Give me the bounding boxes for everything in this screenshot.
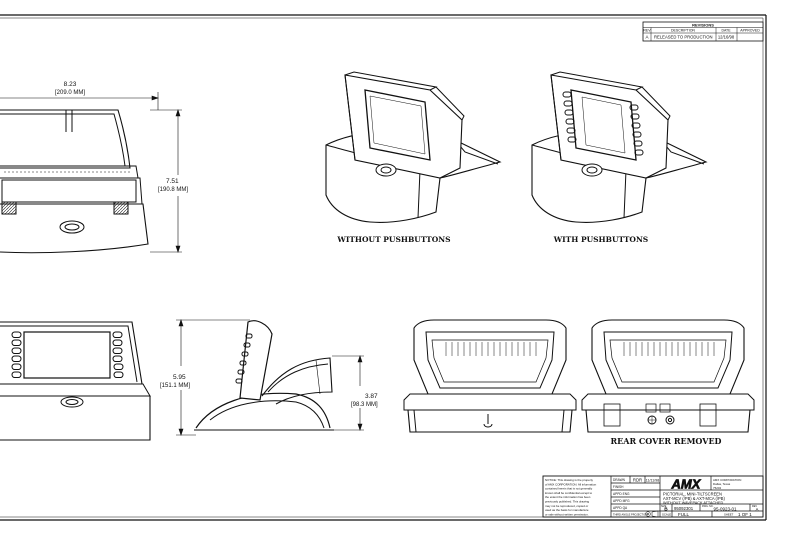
front-view — [0, 109, 149, 254]
appd-eng-label: APPD ENG — [613, 492, 630, 496]
drawn-date: 11/11/98 — [646, 478, 659, 482]
rev-label: REV — [752, 505, 757, 508]
dim-side-depth-mm: [98.3 MM] — [351, 402, 378, 408]
notice-line: may not be reproduced, copied or — [545, 504, 588, 508]
iso-view-with-pushbuttons — [531, 71, 708, 223]
notice-line: used as the basis for manufacture — [545, 508, 589, 512]
front-dimensions — [0, 92, 182, 253]
dim-height-mm: [190.8 MM] — [158, 187, 188, 193]
front-buttons-right — [112, 331, 124, 378]
dim-side-height: 5.95 — [173, 374, 186, 381]
rev-row-description: RELEASED TO PRODUCTION — [654, 35, 712, 40]
company-line: 75243 — [713, 486, 721, 490]
dim-side-height-mm: [151.1 MM] — [160, 383, 190, 389]
dim-width-mm: [209.0 MM] — [55, 90, 85, 96]
rev-header-date: DATE — [721, 29, 731, 33]
third-angle-label: THIRD ANGLE PROJECTION — [613, 513, 648, 517]
company-line: Dallas, Texas — [713, 482, 731, 486]
drawing-title-line: PICTORIAL, MINI-TILTSCREEN — [663, 492, 722, 497]
company-line: AMX CORPORATION — [713, 478, 741, 482]
notice-line: or sale without written permission. — [545, 512, 589, 516]
rev-header-rev: REV — [643, 29, 651, 33]
side-buttons — [235, 333, 253, 384]
notice-line: NOTICE: This drawing is the property — [545, 478, 594, 482]
finish-label: FINISH — [613, 485, 624, 489]
size-label: SIZE — [661, 505, 667, 508]
drawing-title-line: WITHOUT WAVEPACK ATTACHED — [663, 501, 724, 505]
rev-row-date: 12/16/98 — [718, 35, 735, 40]
rev-header-description: DESCRIPTION — [671, 29, 695, 33]
title-block — [542, 475, 764, 518]
side-dimensions — [176, 319, 364, 436]
drawn-label: DRAWN — [613, 478, 626, 482]
revisions-table: REVISIONS REV DESCRIPTION DATE APPROVED … — [642, 21, 764, 42]
pushbuttons-left — [562, 91, 577, 143]
dwg-no: 95-0923-01 — [713, 507, 737, 512]
drawing-title-line: AXT-MCV (/PB) & AXT-MCA (/PB) — [663, 496, 726, 501]
side-view — [194, 320, 334, 431]
notice-line: known shall be confidential except to — [545, 491, 592, 495]
sheet-label: SHEET — [724, 513, 734, 517]
notice-line: contained herein that is not generally — [545, 487, 593, 491]
pushbuttons-right — [629, 104, 644, 156]
appd-mfg-label: APPD MFG — [613, 499, 630, 503]
rear-view — [403, 319, 577, 433]
title-block-notice: NOTICE: This drawing is the property of … — [545, 478, 597, 516]
iso-view-without-pushbuttons — [325, 71, 502, 223]
drawn-by: RDR — [633, 478, 642, 483]
front-view-with-buttons — [0, 321, 151, 441]
notice-line: of AMX CORPORATION. All information — [545, 482, 597, 486]
label-with-pushbuttons: WITH PUSHBUTTONS — [553, 235, 648, 244]
rev-value: A — [755, 507, 759, 512]
drawing-border — [0, 14, 767, 521]
front-buttons-left — [11, 331, 22, 378]
notice-line: the extent the information has been — [545, 495, 591, 499]
cage-code: 95092301 — [674, 506, 694, 511]
notice-line: previously published. This drawing — [545, 500, 590, 504]
third-angle-projection-icon — [645, 510, 659, 518]
revisions-title: REVISIONS — [692, 22, 714, 27]
rev-header-approved: APPROVED — [740, 29, 760, 33]
dim-width: 8.23 — [64, 81, 77, 88]
size-value: B — [664, 507, 668, 513]
rev-row-rev: A — [645, 35, 648, 40]
dwg-no-label: DWG. NO. — [702, 505, 714, 508]
dim-height: 7.51 — [166, 178, 179, 185]
label-rear-cover-removed: REAR COVER REMOVED — [611, 436, 722, 446]
appd-qa-label: APPD QA — [613, 506, 628, 510]
scale-value: FULL — [678, 512, 690, 517]
scale-label: SCALE — [662, 513, 671, 517]
sheet-value: 1 OF 1 — [738, 512, 752, 517]
dim-side-depth: 3.87 — [365, 393, 378, 400]
amx-logo: AMX — [671, 477, 702, 492]
label-without-pushbuttons: WITHOUT PUSHBUTTONS — [336, 235, 450, 244]
rear-view-cover-removed — [581, 319, 755, 433]
